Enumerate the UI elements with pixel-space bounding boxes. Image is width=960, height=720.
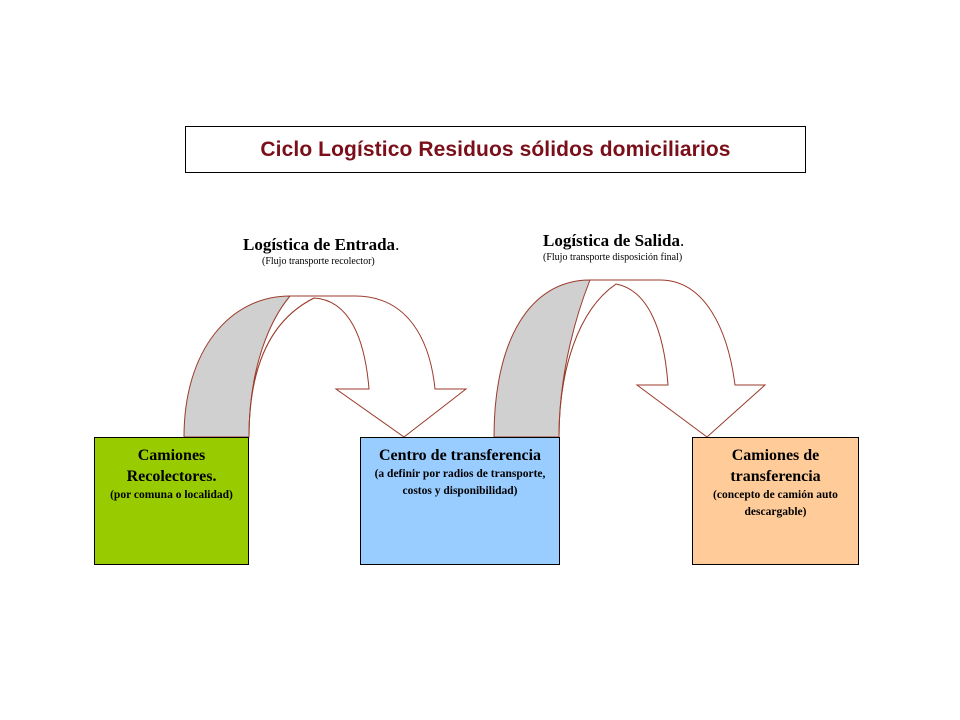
node-camiones-recolectores: Camiones Recolectores. (por comuna o loc… (94, 437, 249, 565)
node-camiones-transferencia: Camiones de transferencia (concepto de c… (692, 437, 859, 565)
salida-arrow-shadow (493, 279, 618, 438)
salida-heading: Logística de Salida. (543, 231, 685, 250)
node-title: Centro de transferencia (378, 447, 542, 464)
node-subtitle: (a definir por radios de transporte, cos… (374, 468, 546, 497)
diagram-title-box: Ciclo Logístico Residuos sólidos domicil… (185, 126, 806, 173)
node-title: Camiones de transferencia (730, 447, 821, 485)
entrada-arrow-body (248, 295, 468, 438)
node-subtitle: (concepto de camión auto descargable) (713, 489, 838, 518)
node-centro-transferencia: Centro de transferencia (a definir por r… (360, 437, 560, 565)
salida-arrow-body (558, 279, 767, 438)
diagram-title: Ciclo Logístico Residuos sólidos domicil… (260, 137, 731, 161)
entrada-subtitle: (Flujo transporte recolector) (262, 256, 375, 267)
entrada-label: Logística de Entrada. (Flujo transporte … (243, 235, 443, 267)
node-title: Camiones Recolectores. (126, 447, 217, 485)
entrada-arrow-shadow (183, 295, 316, 438)
entrada-arrow (183, 295, 468, 438)
salida-arrow (493, 279, 767, 438)
salida-subtitle: (Flujo transporte disposición final) (543, 252, 683, 263)
entrada-heading: Logística de Entrada. (243, 235, 400, 254)
node-subtitle: (por comuna o localidad) (110, 489, 233, 501)
salida-label: Logística de Salida. (Flujo transporte d… (543, 231, 763, 263)
